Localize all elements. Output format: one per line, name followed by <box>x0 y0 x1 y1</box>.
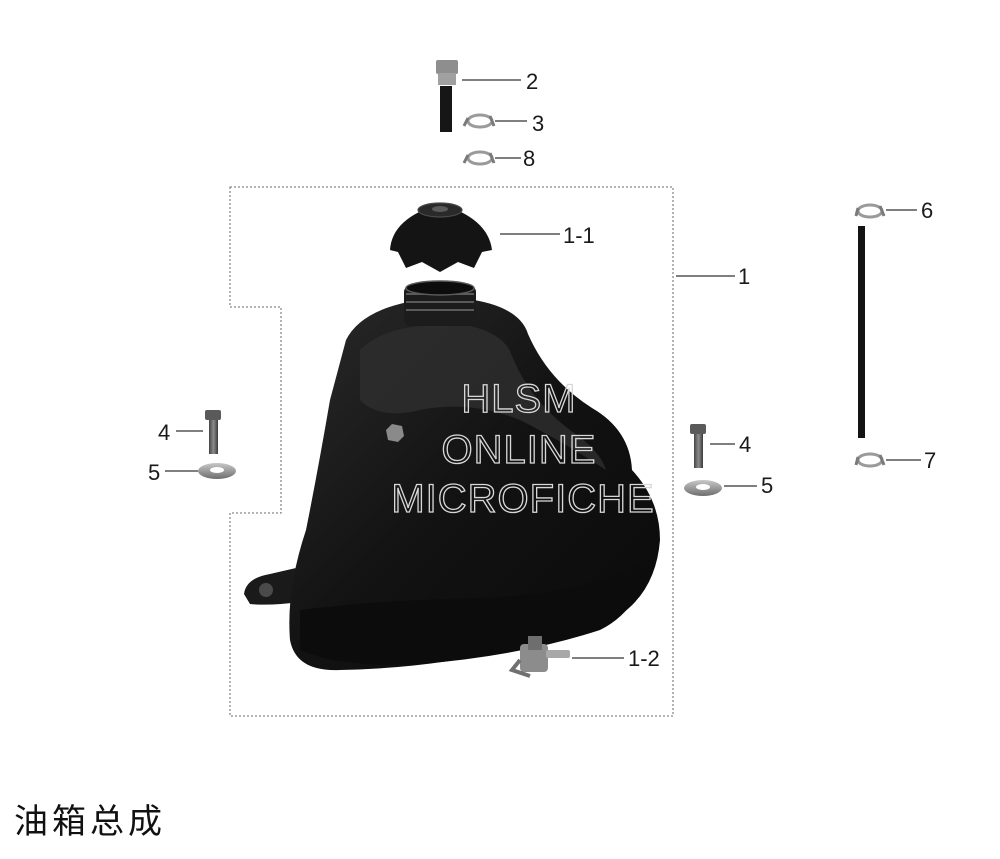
assembly-boundary <box>229 186 674 717</box>
callout-1: 1 <box>738 264 750 289</box>
tank-bottom-shade <box>300 560 650 665</box>
watermark-line-2: ONLINE <box>442 428 597 472</box>
vent-fitting <box>436 60 458 132</box>
callout-3: 3 <box>532 111 544 136</box>
callout-1-1: 1-1 <box>563 223 595 248</box>
washer-right <box>684 480 722 496</box>
callout-4-left: 4 <box>158 420 170 445</box>
washer-left <box>198 463 236 479</box>
fuel-tank <box>244 280 660 671</box>
tank-filler-neck <box>404 286 476 326</box>
tank-mount-tab <box>244 568 300 605</box>
hose-clip-3 <box>462 113 496 129</box>
callout-6: 6 <box>921 198 933 223</box>
hose-clip-7 <box>854 452 886 468</box>
hose-clip-8 <box>462 150 496 166</box>
tank-highlight <box>360 326 606 470</box>
callout-1-2: 1-2 <box>628 646 660 671</box>
callout-5-right: 5 <box>761 473 773 498</box>
watermark-line-3: MICROFICHE <box>391 477 654 521</box>
fuel-cap <box>390 202 492 272</box>
tank-side-nut <box>386 424 404 442</box>
callout-8: 8 <box>523 146 535 171</box>
hose-clip-6 <box>854 203 886 219</box>
callout-5-left: 5 <box>148 460 160 485</box>
watermark-line-1: HLSM <box>461 377 576 421</box>
callout-2: 2 <box>526 69 538 94</box>
watermark: HLSM ONLINE MICROFICHE <box>391 376 655 521</box>
mount-bolt-right <box>690 424 706 468</box>
fuel-valve <box>508 636 570 678</box>
tank-mount-hole <box>259 583 273 597</box>
diagram-title: 油箱总成 <box>14 802 166 842</box>
callout-7: 7 <box>924 448 936 473</box>
callout-4-right: 4 <box>739 432 751 457</box>
fuel-hose <box>858 226 865 438</box>
mount-bolt-left <box>205 410 221 454</box>
